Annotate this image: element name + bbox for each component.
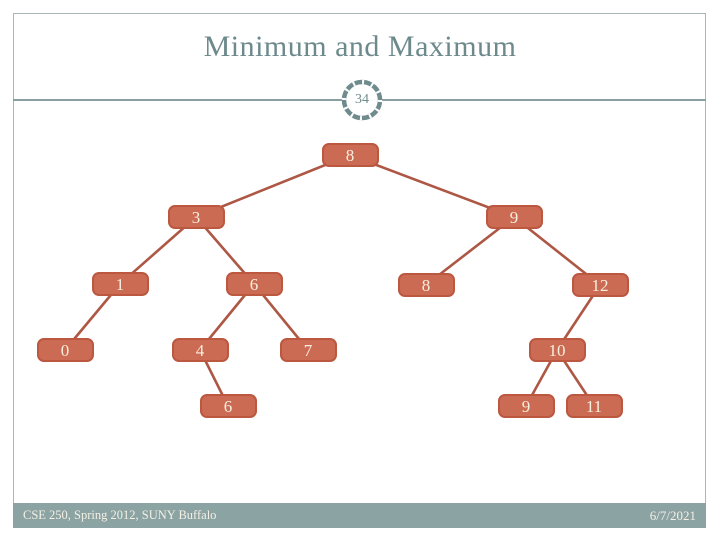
tree-node-n9b: 9 (497, 394, 555, 418)
tree-node-n8: 8 (397, 273, 455, 297)
tree-node-n6: 6 (225, 272, 283, 296)
tree-node-n4: 4 (171, 338, 229, 362)
footer-bar: CSE 250, Spring 2012, SUNY Buffalo 6/7/2… (13, 503, 706, 528)
slide-title: Minimum and Maximum (203, 30, 517, 63)
footer-course-text: CSE 250, Spring 2012, SUNY Buffalo (23, 508, 217, 522)
tree-node-n6b: 6 (199, 394, 257, 418)
tree-node-n10: 10 (528, 338, 586, 362)
tree-node-n1: 1 (91, 272, 149, 296)
page-number: 34 (355, 92, 369, 107)
tree-node-n9: 9 (485, 205, 543, 229)
tree-node-n11: 11 (565, 394, 623, 418)
tree-node-root8: 8 (321, 143, 379, 167)
page-number-badge: 34 (339, 77, 385, 123)
tree-node-n7: 7 (279, 338, 337, 362)
tree-node-n3: 3 (167, 205, 225, 229)
tree-node-n0: 0 (36, 338, 94, 362)
tree-node-n12: 12 (571, 273, 629, 297)
page-badge-ring-icon (341, 79, 383, 121)
footer-date: 6/7/2021 (649, 507, 696, 523)
